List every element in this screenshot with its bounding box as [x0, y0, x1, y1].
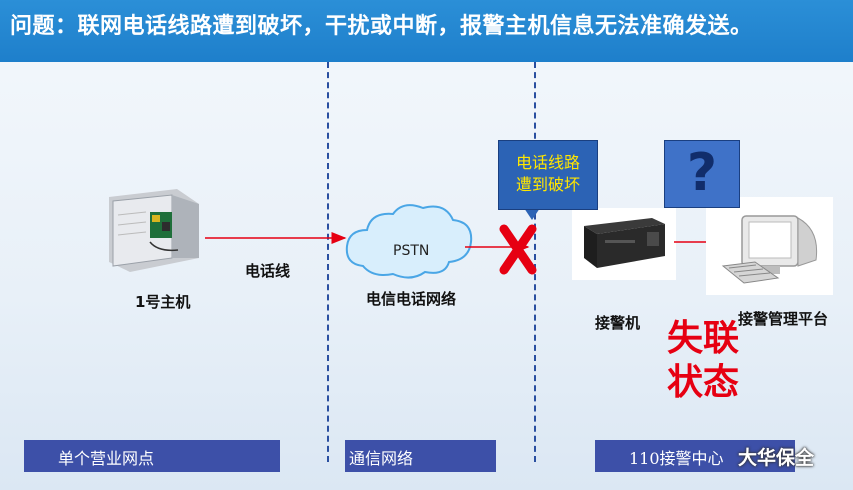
server-icon — [572, 208, 676, 280]
lost-status-line-1: 失联 — [667, 317, 740, 359]
computer-icon — [706, 197, 833, 295]
question-icon: ? — [686, 143, 718, 203]
lost-status-line-2: 状态 — [667, 361, 740, 403]
bar-network-label: 通信网络 — [349, 449, 414, 468]
bar-center: 110接警中心 — [595, 440, 795, 472]
platform-label: 接警管理平台 — [738, 310, 829, 328]
page-title: 问题：联网电话线路遭到破坏，干扰或中断，报警主机信息无法准确发送。 — [10, 14, 753, 39]
divider-left — [327, 62, 329, 462]
header-banner: 问题：联网电话线路遭到破坏，干扰或中断，报警主机信息无法准确发送。 — [0, 0, 853, 62]
bar-network: 通信网络 — [345, 440, 496, 472]
bar-site: 单个营业网点 — [24, 440, 280, 472]
phone-line-label: 电话线 — [245, 262, 291, 280]
broken-x-icon — [499, 224, 537, 275]
alarm-host-box-icon — [109, 189, 199, 272]
watermark: 大华保全 — [738, 447, 815, 469]
bar-site-label: 单个营业网点 — [58, 449, 155, 468]
telecom-network-label: 电信电话网络 — [366, 290, 457, 308]
pstn-label: PSTN — [393, 243, 430, 259]
damage-line-1: 电话线路 — [515, 153, 580, 172]
callout-pointer — [524, 208, 540, 220]
receiver-label: 接警机 — [595, 314, 641, 332]
host-label: 1号主机 — [135, 293, 191, 311]
damage-callout: 电话线路 遭到破坏 — [498, 140, 598, 210]
question-box: ? — [664, 140, 740, 208]
divider-right — [534, 62, 536, 462]
bar-center-label: 110接警中心 — [629, 449, 724, 468]
cloud-icon — [345, 204, 473, 279]
damage-line-2: 遭到破坏 — [515, 175, 580, 194]
